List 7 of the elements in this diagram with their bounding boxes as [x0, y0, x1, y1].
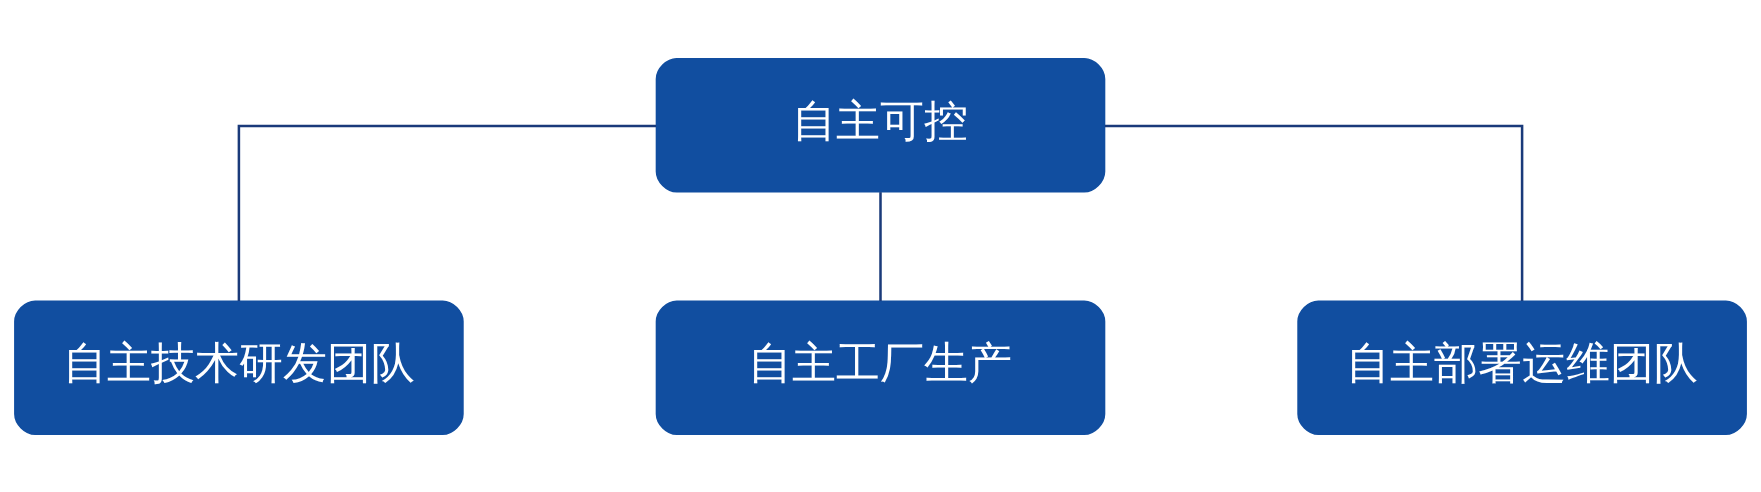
- connector: [879, 191, 882, 301]
- connector: [237, 124, 657, 301]
- connector: [1104, 124, 1524, 301]
- node-box: 自主工厂生产: [655, 299, 1106, 435]
- node-box: 自主可控: [655, 57, 1106, 193]
- node-box: 自主部署运维团队: [1297, 299, 1747, 435]
- node-box: 自主技术研发团队: [14, 299, 464, 435]
